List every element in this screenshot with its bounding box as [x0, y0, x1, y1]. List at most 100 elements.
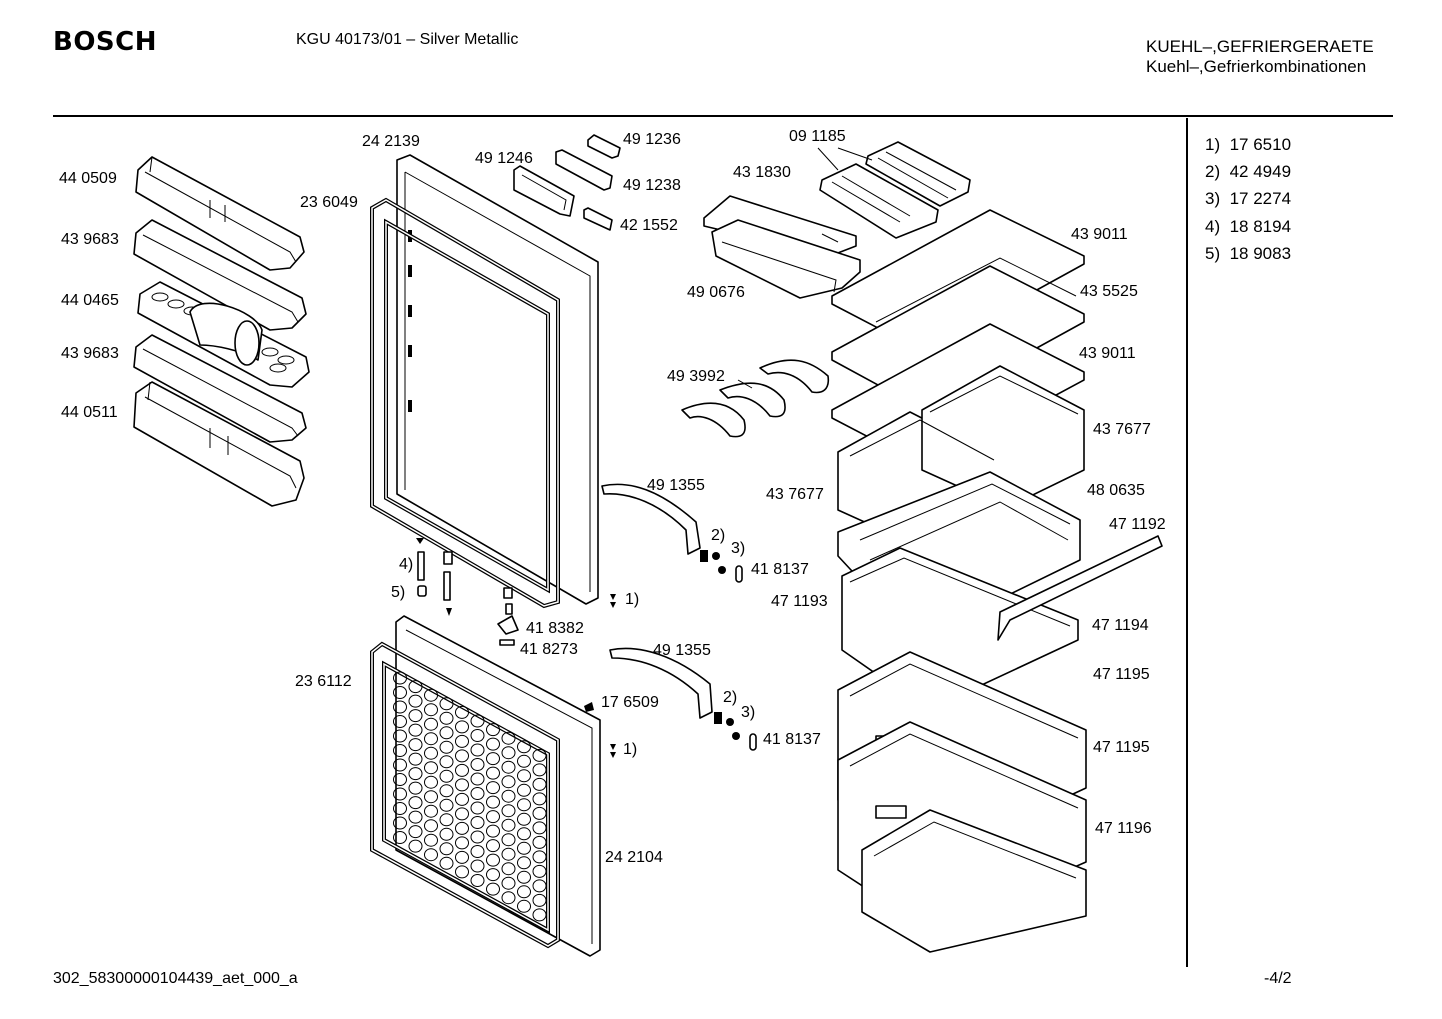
door-dimple — [486, 781, 500, 795]
note-key: 2) — [1205, 162, 1221, 181]
door-dimple — [486, 795, 500, 809]
door-bin-4 — [133, 334, 307, 443]
label-ice-trays: 09 1185 — [789, 128, 846, 145]
door-dimple — [424, 761, 438, 775]
label-lower-handle: 49 1355 — [653, 642, 711, 659]
door-dimple — [455, 778, 469, 792]
door-dimple — [501, 876, 516, 890]
door-dimple — [393, 671, 407, 685]
door-dimple — [517, 856, 531, 870]
trim-strip — [587, 134, 621, 159]
door-dimple — [455, 734, 469, 748]
door-dimple — [439, 755, 454, 769]
ice-trays — [819, 141, 971, 239]
door-dimple — [486, 882, 500, 896]
door-dimple — [424, 746, 438, 760]
door-dimple — [532, 806, 547, 820]
label-door-bin-bottom: 44 0511 — [61, 404, 118, 421]
note-part: 18 8194 — [1229, 217, 1292, 236]
door-dimple — [393, 700, 407, 714]
door-dimple — [501, 731, 516, 745]
upper-hinge-parts — [610, 550, 743, 608]
label-clip: 17 6509 — [601, 694, 659, 711]
door-dimple — [532, 879, 547, 893]
door-dimple — [501, 746, 516, 760]
door-dimple — [424, 688, 438, 702]
door-dimple — [455, 821, 469, 835]
label-trim-strip: 49 1236 — [623, 131, 681, 148]
note-part: 18 9083 — [1229, 244, 1292, 263]
freezer-rail — [997, 535, 1163, 641]
door-dimple — [517, 769, 531, 783]
door-dimple — [501, 789, 516, 803]
door-dimple — [486, 810, 500, 824]
label-handle-grip: 49 1238 — [623, 177, 681, 194]
door-dimple — [470, 758, 485, 771]
door-dimple — [424, 819, 438, 833]
drawing-id: 302_58300000104439_aet_000_a — [53, 970, 298, 987]
door-dimple — [532, 850, 547, 864]
label-crisper-cover: 48 0635 — [1087, 482, 1145, 499]
door-dimple — [439, 813, 454, 827]
door-dimple — [470, 845, 485, 858]
door-dimple — [532, 792, 547, 806]
leader-lines — [737, 147, 873, 389]
label-glass-shelf-3: 43 9011 — [1079, 345, 1136, 362]
door-dimple — [439, 769, 454, 783]
door-dimple — [501, 862, 516, 876]
door-dimple — [501, 760, 516, 774]
door-dimple — [470, 729, 485, 742]
note-row: 3) 17 2274 — [1205, 189, 1291, 209]
label-upper-drawer-lid: 43 1830 — [733, 164, 791, 181]
door-dimple — [486, 723, 500, 737]
label-glass-shelf-2: 43 5525 — [1080, 283, 1138, 300]
door-dimple — [439, 784, 454, 798]
door-dimple — [393, 787, 407, 801]
label-glass-shelf-1: 43 9011 — [1071, 226, 1128, 243]
door-dimple — [532, 748, 547, 762]
door-dimple — [470, 772, 485, 786]
label-handle-cover: 49 1246 — [475, 150, 533, 167]
door-dimple — [424, 775, 438, 789]
label-upper-handle: 49 1355 — [647, 477, 705, 494]
door-dimple — [439, 711, 454, 725]
door-dimple — [439, 842, 454, 856]
note-row: 4) 18 8194 — [1205, 217, 1291, 237]
door-dimple — [408, 738, 423, 752]
lower-handle — [609, 647, 713, 719]
door-dimple — [470, 801, 485, 815]
door-dimple — [408, 810, 423, 824]
door-dimple — [393, 729, 407, 743]
note-key: 4) — [1205, 217, 1221, 236]
door-dimple — [501, 833, 516, 847]
door-dimple — [455, 850, 469, 864]
label-lower-door: 24 2104 — [605, 849, 663, 866]
door-dimple — [424, 848, 438, 862]
note-row: 1) 17 6510 — [1205, 135, 1291, 155]
door-dimple — [501, 891, 516, 905]
category-line-1: KUEHL–,GEFRIERGERAETE — [1146, 37, 1374, 56]
door-dimple — [532, 835, 547, 849]
door-dimple — [408, 796, 423, 810]
note-part: 17 2274 — [1229, 189, 1292, 208]
door-dimple — [517, 899, 531, 913]
note-part: 17 6510 — [1229, 135, 1292, 154]
door-dimple — [486, 839, 500, 853]
door-dimple — [439, 856, 454, 870]
label-freezer-shelf: 47 1194 — [1092, 617, 1149, 634]
note-row: 5) 18 9083 — [1205, 244, 1291, 264]
label-door-bin-4: 43 9683 — [61, 345, 119, 362]
bottle-rack — [681, 359, 830, 438]
door-dimple — [439, 740, 454, 754]
door-dimple — [439, 827, 454, 841]
note-key: 5) — [1205, 244, 1221, 263]
lower-hinge-parts — [584, 702, 757, 758]
label-lower-gasket: 23 6112 — [295, 673, 352, 690]
door-dimple — [393, 816, 407, 830]
label-upper-gasket: 23 6049 — [300, 194, 358, 211]
door-dimple — [455, 792, 469, 806]
door-dimple — [455, 705, 469, 719]
door-dimple — [393, 758, 407, 772]
door-dimple — [424, 804, 438, 818]
